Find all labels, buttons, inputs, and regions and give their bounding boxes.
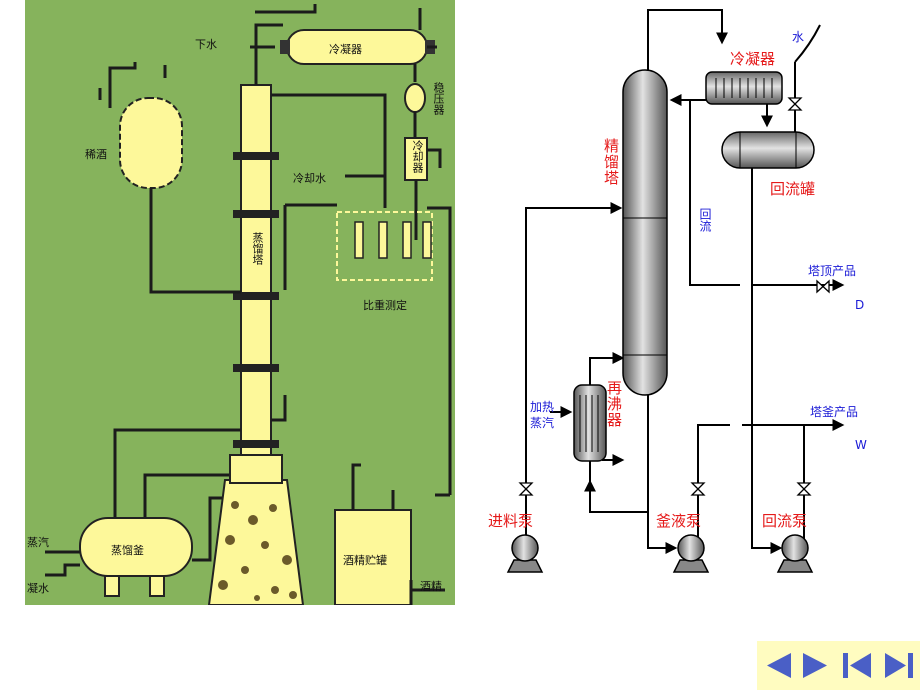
rectification-flow-diagram	[506, 9, 845, 573]
next-arrow-icon[interactable]	[797, 641, 833, 690]
column-label: 蒸馏塔	[251, 232, 264, 265]
condenser-label: 冷凝器	[730, 50, 776, 68]
alcohol-tank-label: 酒精贮罐	[343, 554, 387, 567]
heating-steam-label-2: 蒸汽	[530, 416, 555, 430]
water-label: 水	[792, 30, 805, 44]
cooler-label: 冷却器	[411, 140, 424, 173]
condensate-label: 凝水	[27, 582, 49, 595]
dilute-alcohol-label: 稀酒	[85, 148, 107, 161]
slide-navigation	[757, 641, 920, 690]
distillate-d-label: D	[855, 298, 865, 312]
bottoms-w-label: W	[855, 438, 867, 452]
reflux-drum-label: 回流罐	[770, 180, 816, 198]
first-page-icon[interactable]	[837, 641, 877, 690]
condenser-label: 冷凝器	[329, 43, 362, 56]
reboiler-label: 再沸器	[605, 380, 623, 428]
stabilizer-label: 稳压器	[432, 82, 445, 115]
cooling-water-label: 冷却水	[293, 172, 326, 185]
top-product-label: 塔顶产品	[808, 264, 857, 278]
heating-steam-label-1: 加热	[530, 400, 555, 414]
feed-pump-label: 进料泵	[488, 512, 534, 530]
prev-arrow-icon[interactable]	[761, 641, 797, 690]
cooling-water-out-label: 下水	[195, 38, 217, 51]
last-page-icon[interactable]	[879, 641, 919, 690]
reflux-label: 回流	[698, 208, 712, 232]
reflux-pump-label: 回流泵	[762, 512, 808, 530]
specific-gravity-label: 比重测定	[363, 299, 407, 312]
steam-label: 蒸汽	[27, 536, 49, 549]
alcohol-distillation-diagram: 下水 冷凝器 稳压器 冷却器 冷却水 稀酒 蒸馏塔 比重测定 蒸汽 凝水 蒸馏釜…	[25, 0, 455, 606]
still-pot-label: 蒸馏釜	[111, 544, 144, 557]
alcohol-label: 酒精	[420, 580, 442, 593]
kettle-pump-label: 釜液泵	[656, 512, 702, 530]
distillation-apparatus-drawing	[45, 4, 452, 606]
bottom-product-label: 塔釜产品	[810, 405, 859, 419]
column-label: 精馏塔	[602, 138, 620, 186]
